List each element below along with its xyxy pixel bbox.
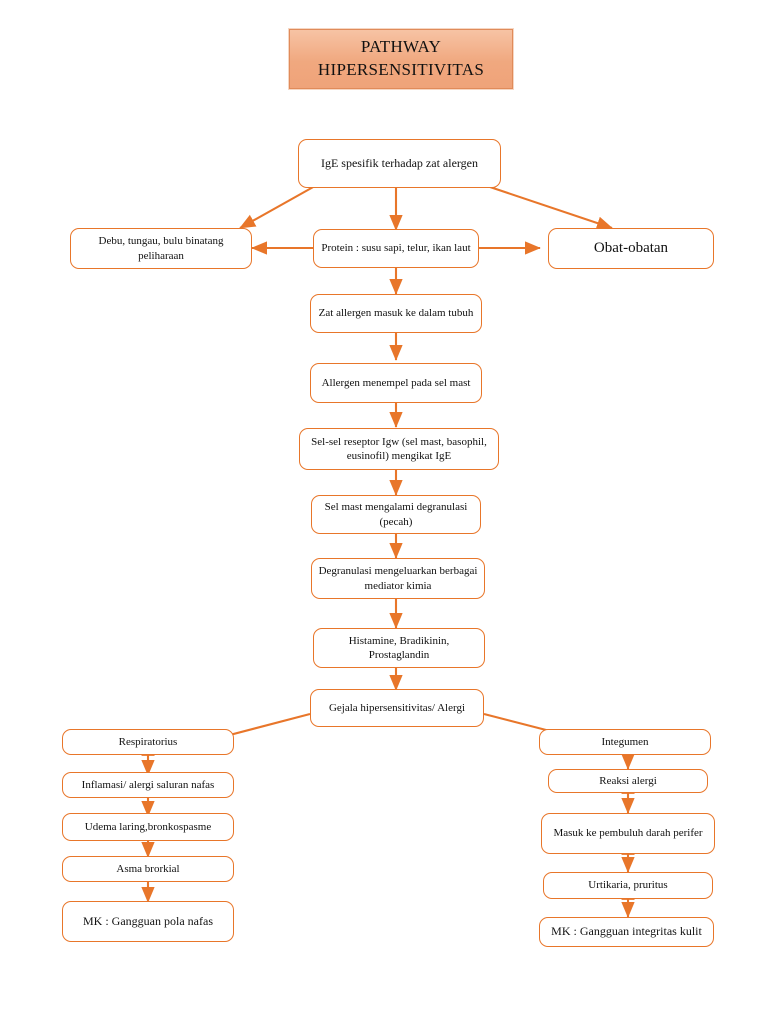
node-menempel[interactable]: Allergen menempel pada sel mast [310, 363, 482, 403]
node-degranulasi-label: Sel mast mengalami degranulasi (pecah) [324, 501, 468, 528]
node-mk-integritas-kulit-label: MK : Gangguan integritas kulit [551, 924, 702, 939]
node-debu[interactable]: Debu, tungau, bulu binatang peliharaan [70, 228, 252, 269]
node-protein[interactable]: Protein : susu sapi, telur, ikan laut [313, 229, 479, 268]
node-obat[interactable]: Obat-obatan [548, 228, 714, 269]
node-inflamasi[interactable]: Inflamasi/ alergi saluran nafas [62, 772, 234, 798]
node-reseptor-label: Sel-sel reseptor Igw (sel mast, basophil… [311, 435, 487, 462]
edge-ige-to-obat [486, 185, 613, 230]
node-reaksi-alergi-label: Reaksi alergi [599, 774, 657, 787]
diagram-title-banner: PATHWAY HIPERSENSITIVITAS [289, 29, 513, 89]
node-udema[interactable]: Udema laring,bronkospasme [62, 813, 234, 841]
node-menempel-label: Allergen menempel pada sel mast [321, 376, 471, 389]
node-urtikaria[interactable]: Urtikaria, pruritus [543, 872, 713, 899]
node-protein-label: Protein : susu sapi, telur, ikan laut [321, 242, 471, 255]
node-mk-pola-nafas[interactable]: MK : Gangguan pola nafas [62, 901, 234, 942]
node-inflamasi-label: Inflamasi/ alergi saluran nafas [81, 778, 215, 791]
title-line-2: HIPERSENSITIVITAS [317, 60, 485, 79]
node-zat-label: Zat allergen masuk ke dalam tubuh [318, 307, 474, 320]
node-gejala[interactable]: Gejala hipersensitivitas/ Alergi [310, 689, 484, 727]
node-debu-label: Debu, tungau, bulu binatang peliharaan [98, 235, 224, 262]
node-reaksi-alergi[interactable]: Reaksi alergi [548, 769, 708, 793]
node-zat[interactable]: Zat allergen masuk ke dalam tubuh [310, 294, 482, 333]
node-gejala-label: Gejala hipersensitivitas/ Alergi [328, 701, 466, 714]
node-histamine[interactable]: Histamine, Bradikinin, Prostaglandin [313, 628, 485, 668]
node-mediator-label: Degranulasi mengeluarkan berbagai mediat… [318, 565, 478, 592]
node-respiratorius[interactable]: Respiratorius [62, 729, 234, 755]
node-integumen-label: Integumen [601, 735, 649, 748]
node-degranulasi[interactable]: Sel mast mengalami degranulasi (pecah) [311, 495, 481, 534]
node-asma-label: Asma brorkial [116, 862, 180, 875]
node-histamine-label: Histamine, Bradikinin, Prostaglandin [348, 634, 450, 661]
node-reseptor[interactable]: Sel-sel reseptor Igw (sel mast, basophil… [299, 428, 499, 470]
node-ige[interactable]: IgE spesifik terhadap zat alergen [298, 139, 501, 188]
node-pembuluh-darah-label: Masuk ke pembuluh darah perifer [553, 827, 703, 840]
edge-ige-to-debu [239, 185, 316, 229]
node-mk-integritas-kulit[interactable]: MK : Gangguan integritas kulit [539, 917, 714, 947]
node-mk-pola-nafas-label: MK : Gangguan pola nafas [83, 913, 213, 928]
node-ige-label: IgE spesifik terhadap zat alergen [320, 155, 479, 170]
node-pembuluh-darah[interactable]: Masuk ke pembuluh darah perifer [541, 813, 715, 854]
title-line-1: PATHWAY [360, 37, 442, 57]
node-udema-label: Udema laring,bronkospasme [84, 820, 212, 833]
node-respiratorius-label: Respiratorius [118, 735, 178, 748]
node-mediator[interactable]: Degranulasi mengeluarkan berbagai mediat… [311, 558, 485, 599]
node-integumen[interactable]: Integumen [539, 729, 711, 755]
node-urtikaria-label: Urtikaria, pruritus [588, 879, 668, 892]
node-obat-label: Obat-obatan [593, 239, 669, 256]
node-asma[interactable]: Asma brorkial [62, 856, 234, 882]
